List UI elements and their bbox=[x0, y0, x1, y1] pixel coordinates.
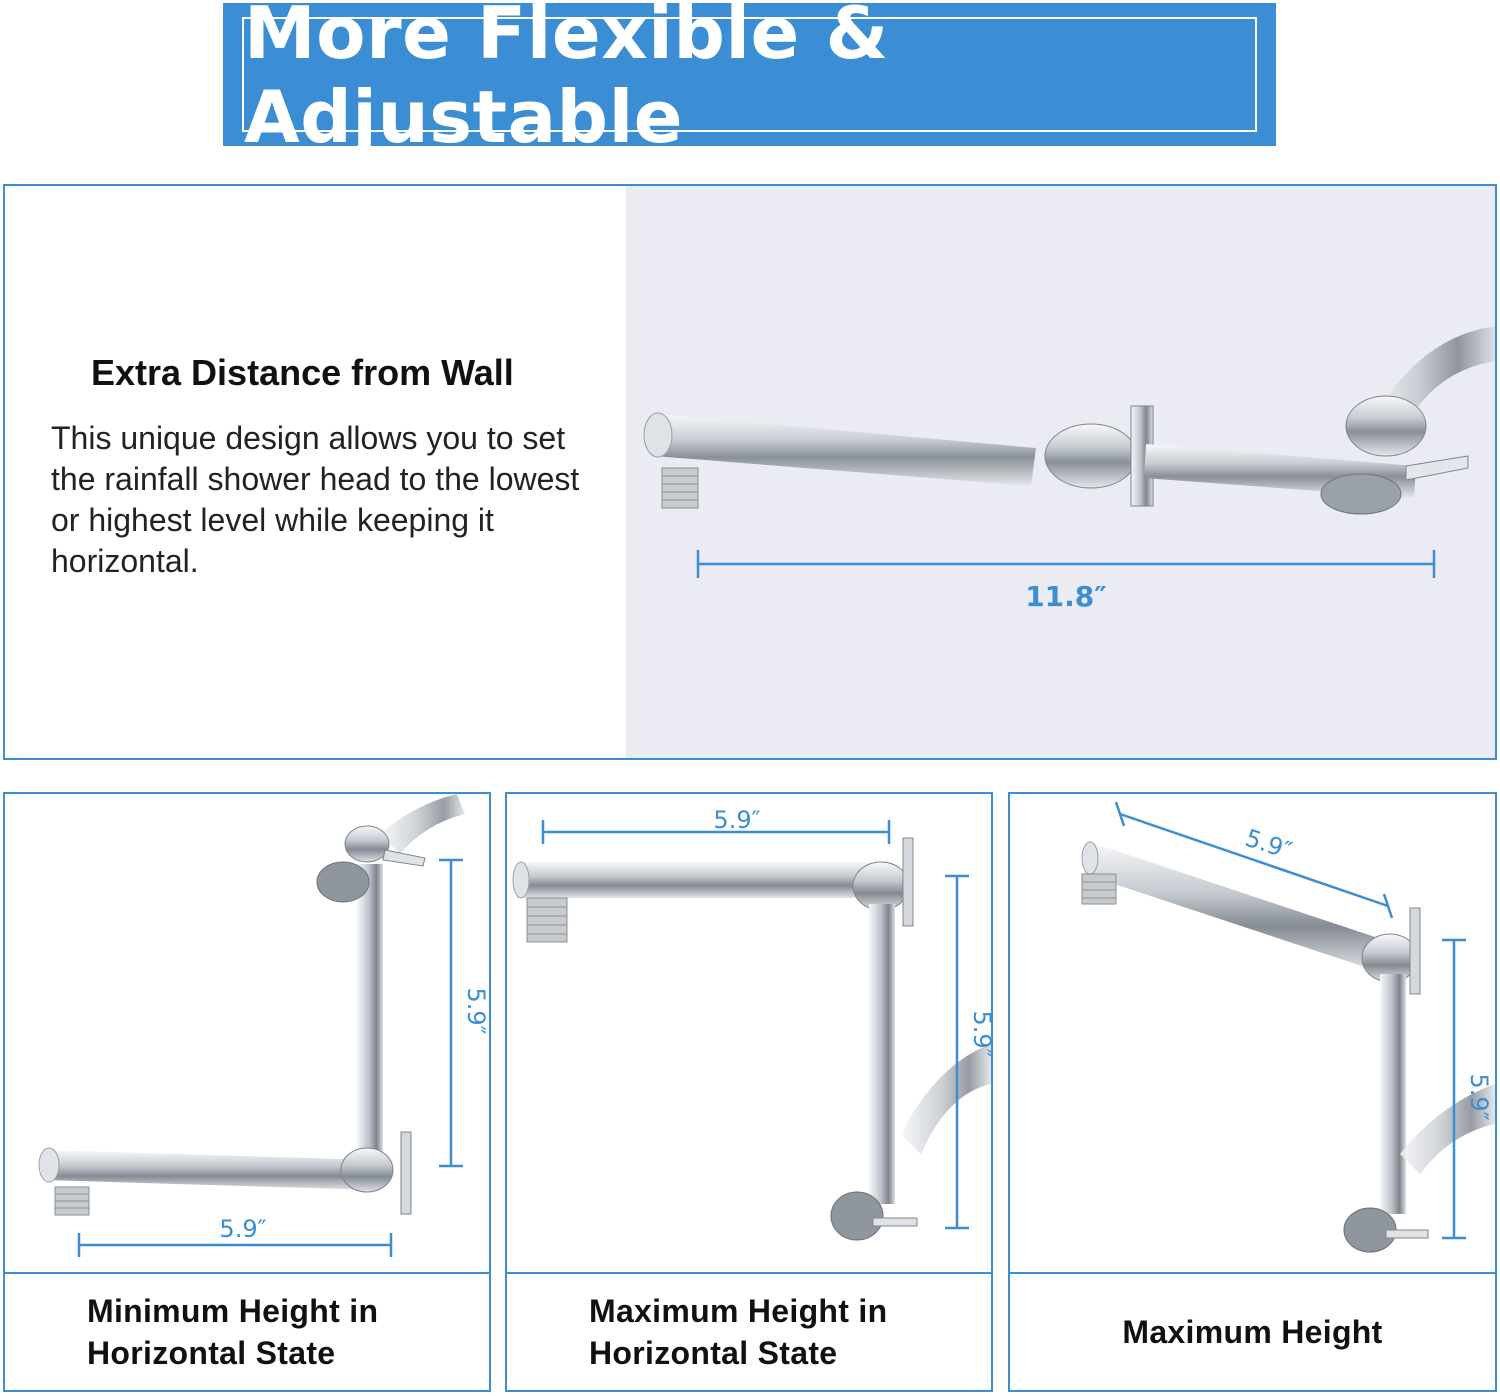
panel-maximum-height-horizontal: 5.9″ 5.9″ Maximum Height in Horizontal S… bbox=[505, 792, 993, 1392]
header-banner: More Flexible & Adjustable bbox=[223, 0, 1276, 159]
shower-arm-maximum-height-image: 5.9″ 5.9″ bbox=[1081, 801, 1495, 1253]
dimension-label: 11.8″ bbox=[1025, 580, 1107, 613]
feature-heading: Extra Distance from Wall bbox=[91, 352, 514, 393]
shower-arm-extended-image: 11.8″ bbox=[643, 326, 1495, 613]
dimension-label-vertical: 5.9″ bbox=[968, 1010, 991, 1057]
panel-caption: Maximum Height in Horizontal State bbox=[589, 1293, 888, 1371]
arm-photo-extended: 11.8″ bbox=[626, 186, 1495, 758]
banner-frame: More Flexible & Adjustable bbox=[242, 0, 1257, 159]
dimension-label-horizontal: 5.9″ bbox=[713, 806, 760, 834]
dimension-label-vertical: 5.9″ bbox=[1465, 1073, 1493, 1120]
panel-maximum-height: 5.9″ 5.9″ Maximum Height bbox=[1008, 792, 1497, 1392]
shower-arm-minimum-height-image: 5.9″ 5.9″ bbox=[38, 794, 489, 1257]
feature-panel: 11.8″ Extra Distance from Wall This uniq… bbox=[3, 184, 1497, 760]
feature-description: This unique design allows you to set the… bbox=[51, 420, 580, 579]
caption-area: Maximum Height in Horizontal State bbox=[507, 1272, 991, 1390]
panel-caption: Minimum Height in Horizontal State bbox=[87, 1293, 379, 1371]
panel-caption: Maximum Height bbox=[1122, 1314, 1383, 1350]
banner-title: More Flexible & Adjustable bbox=[244, 0, 889, 159]
dimension-label-vertical: 5.9″ bbox=[462, 987, 489, 1034]
caption-area: Minimum Height in Horizontal State bbox=[5, 1272, 489, 1390]
panel-minimum-height: 5.9″ 5.9″ Minimum Height in Horizontal S… bbox=[3, 792, 491, 1392]
dimension-label-horizontal: 5.9″ bbox=[219, 1215, 266, 1243]
caption-area: Maximum Height bbox=[1010, 1272, 1495, 1390]
shower-arm-maximum-height-horizontal-image: 5.9″ 5.9″ bbox=[512, 806, 991, 1241]
